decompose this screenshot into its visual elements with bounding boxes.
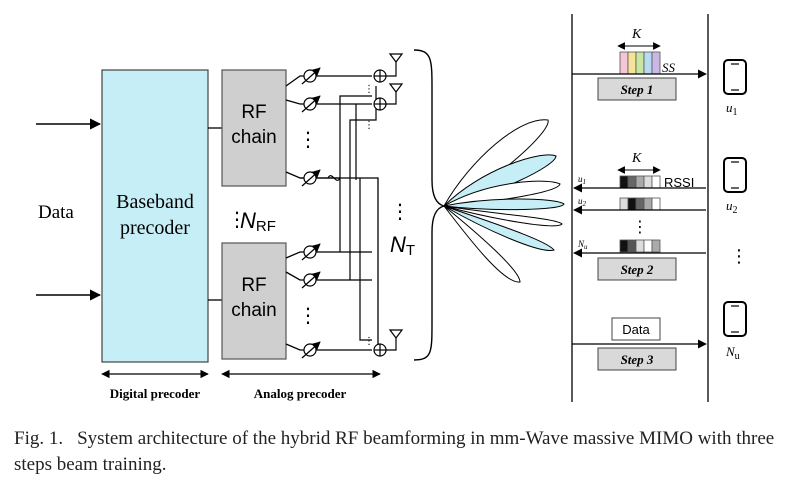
n-rf-label: NRF bbox=[240, 208, 276, 235]
caption-text: System architecture of the hybrid RF bea… bbox=[14, 428, 775, 475]
data-input-label: Data bbox=[38, 202, 74, 223]
ss-blocks bbox=[619, 51, 661, 75]
rf-dots-top: ⋮ bbox=[298, 129, 318, 151]
user-u2-label: u2 bbox=[726, 198, 738, 216]
baseband-precoder-box bbox=[101, 69, 209, 363]
step1-box bbox=[597, 77, 677, 101]
users-dots: ⋮ bbox=[730, 246, 748, 266]
n-rf-dots: ⋮ bbox=[227, 209, 247, 231]
antennas bbox=[386, 53, 404, 351]
phone-icon-nu bbox=[723, 301, 747, 337]
caption-label: Fig. 1. bbox=[14, 428, 64, 449]
step3-box bbox=[597, 347, 677, 371]
step2-u1-label: u1 bbox=[578, 174, 586, 186]
combiners bbox=[373, 69, 387, 357]
step1-k-label: K bbox=[631, 27, 642, 42]
phone-icon-u2 bbox=[723, 157, 747, 193]
rf-chain-2-label-1: RF bbox=[241, 275, 266, 296]
step1-label: Step 1 bbox=[621, 82, 654, 97]
analog-network-bottom bbox=[285, 251, 372, 351]
digital-precoder-label: Digital precoder bbox=[110, 386, 201, 401]
step2-label: Step 2 bbox=[621, 262, 654, 277]
step2-box bbox=[597, 257, 677, 281]
rssi-blocks-1 bbox=[619, 175, 661, 189]
n-t-dots: ⋮ bbox=[390, 201, 410, 223]
rssi-blocks-2 bbox=[619, 197, 661, 211]
baseband-label-2: precoder bbox=[120, 217, 190, 239]
user-u1-label: u1 bbox=[726, 100, 738, 118]
rssi-label: RSSI bbox=[664, 175, 694, 190]
n-t-label: NT bbox=[390, 232, 415, 259]
rf-dots-bottom: ⋮ bbox=[298, 305, 318, 327]
step3-data-box bbox=[611, 317, 661, 341]
rf-chain-2-label-2: chain bbox=[231, 300, 276, 321]
beam-pattern bbox=[442, 119, 565, 283]
rf-chain-box-1 bbox=[221, 69, 287, 187]
rf-chain-1-label-1: RF bbox=[241, 102, 266, 123]
step2-dots: ⋮ bbox=[632, 219, 648, 236]
combiner-dots-2: ⋮ bbox=[364, 120, 374, 131]
step3-data-label: Data bbox=[622, 322, 650, 337]
ss-label: SS bbox=[662, 60, 676, 75]
baseband-label-1: Baseband bbox=[116, 191, 194, 213]
system-architecture-diagram: Data Baseband precoder RF chain RF chain… bbox=[36, 14, 748, 402]
user-nu-label: Nu bbox=[725, 344, 740, 362]
rf-chain-1-label-2: chain bbox=[231, 127, 276, 148]
combiner-dots-1: ⋮ bbox=[364, 84, 374, 95]
rf-chain-box-2 bbox=[221, 242, 287, 360]
phone-icon-u1 bbox=[723, 59, 747, 95]
rssi-blocks-3 bbox=[619, 239, 661, 253]
step3-label: Step 3 bbox=[621, 352, 654, 367]
combiner-dots-3: ⋮ bbox=[364, 336, 374, 347]
step2-k-label: K bbox=[631, 151, 642, 166]
figure-caption: Fig. 1.System architecture of the hybrid… bbox=[14, 426, 786, 478]
step2-u2-label: u2 bbox=[578, 196, 587, 208]
phase-shifters bbox=[301, 67, 321, 359]
antenna-brace bbox=[413, 49, 445, 361]
step2-nu-label: Nu bbox=[577, 239, 588, 251]
analog-precoder-label: Analog precoder bbox=[254, 386, 347, 401]
